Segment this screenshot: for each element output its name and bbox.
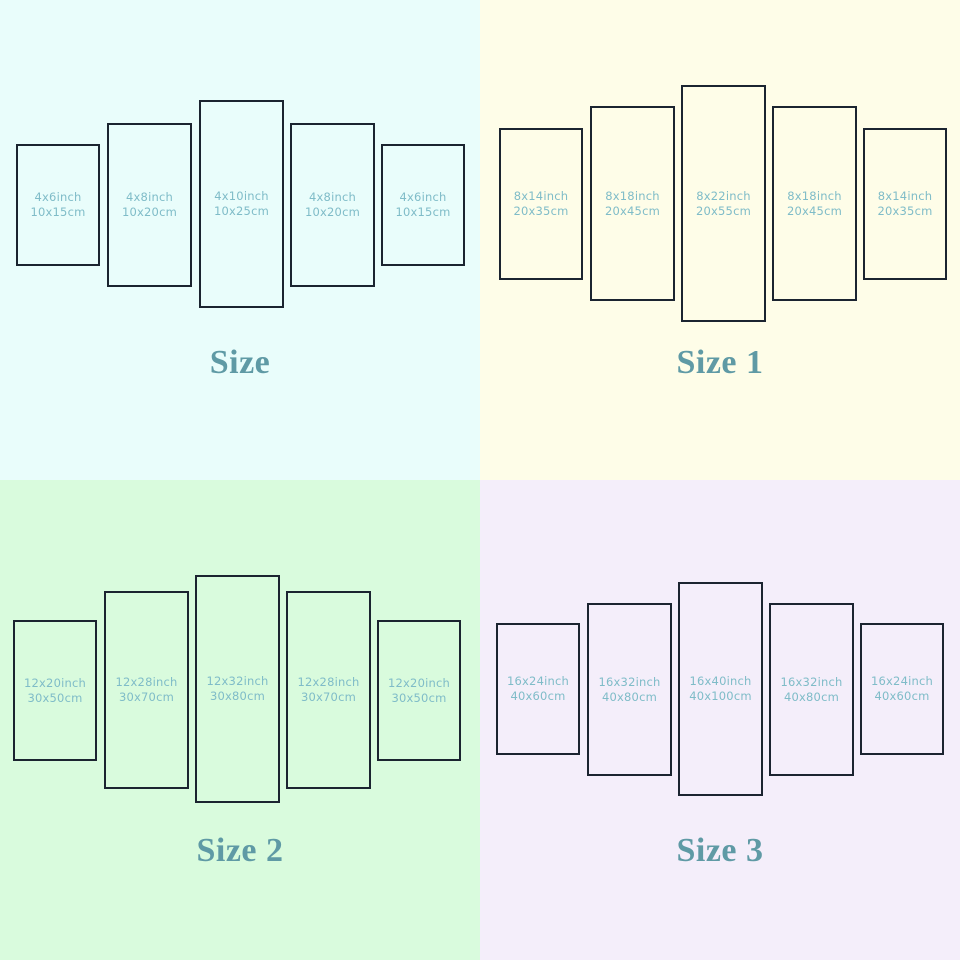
panel-size-cm: 10x20cm (122, 205, 177, 219)
panel-size-inch: 4x8inch (309, 190, 356, 204)
panel-size-inch: 4x10inch (214, 189, 269, 203)
panel-size-inch: 8x18inch (787, 188, 842, 203)
panel-size-cm: 30x80cm (210, 689, 265, 703)
size-option-title: Size 3 (676, 832, 764, 869)
panel-size-cm: 20x55cm (696, 203, 751, 218)
size-option-title: Size 2 (196, 832, 284, 869)
panel-size-cm: 10x25cm (214, 204, 269, 218)
panel-size-cm: 40x100cm (689, 689, 752, 703)
panel-size-cm: 30x70cm (119, 690, 174, 704)
panel-size-inch: 16x40inch (689, 674, 752, 688)
panel-size-cm: 20x35cm (877, 204, 933, 218)
panel-size-cm: 40x80cm (784, 689, 839, 704)
panel-size-cm: 40x60cm (874, 689, 930, 703)
panel-size-inch: 8x18inch (605, 188, 660, 203)
panel-size-inch: 12x28inch (297, 675, 360, 689)
panel-size-cm: 30x50cm (391, 690, 447, 705)
panel-size-inch: 12x32inch (206, 674, 269, 688)
size-option-title: Size (209, 344, 271, 381)
panel-size-inch: 8x14inch (877, 189, 933, 203)
panel-size-cm: 10x20cm (305, 205, 360, 219)
panel-size-inch: 4x6inch (399, 190, 447, 204)
panel-size-cm: 20x45cm (787, 203, 842, 218)
panel-size-inch: 12x20inch (388, 675, 450, 690)
panel-size-cm: 40x60cm (510, 689, 566, 703)
panel-size-cm: 30x70cm (301, 690, 356, 704)
size-option-title: Size 1 (676, 344, 764, 381)
panel-size-cm: 30x50cm (27, 690, 83, 705)
panel-size-inch: 16x24inch (507, 674, 569, 688)
panel-size-inch: 12x20inch (24, 675, 86, 690)
panel-size-inch: 12x28inch (115, 675, 178, 689)
panel-size-inch: 16x32inch (598, 674, 661, 689)
panel-size-cm: 40x80cm (602, 689, 657, 704)
panel-size-inch: 8x22inch (696, 188, 751, 203)
panel-size-inch: 4x8inch (126, 190, 173, 204)
panel-size-inch: 4x6inch (34, 190, 82, 204)
panel-size-cm: 20x35cm (513, 204, 569, 218)
panel-size-cm: 20x45cm (605, 203, 660, 218)
panel-size-cm: 10x15cm (30, 205, 86, 219)
panel-size-inch: 16x32inch (780, 674, 843, 689)
panel-size-cm: 10x15cm (395, 205, 451, 219)
panel-size-inch: 16x24inch (871, 674, 933, 688)
panel-size-inch: 8x14inch (513, 189, 569, 203)
